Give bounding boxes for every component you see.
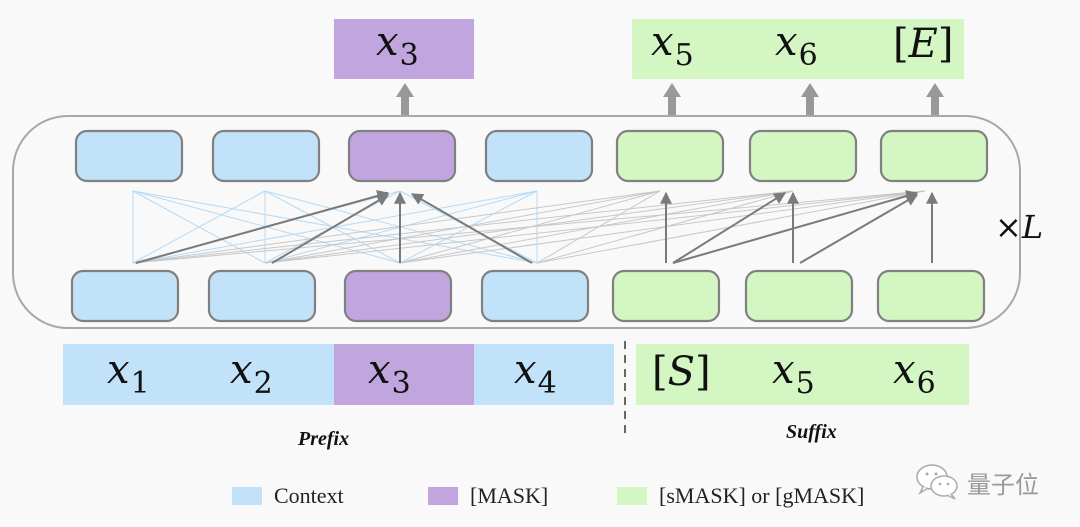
upper-row (74, 129, 989, 183)
lower-row (70, 269, 986, 323)
output-token-end: [E] (893, 21, 954, 67)
input-suffix-strip (636, 344, 969, 405)
legend-item-context: Context (232, 483, 344, 509)
context-swatch (232, 487, 262, 505)
input-token-x1: x1 (107, 347, 150, 401)
prefix-to-suffix-edge (536, 190, 661, 264)
output-arrow-shaft (401, 95, 409, 115)
transformer-layer-container (12, 115, 1021, 329)
mask-swatch (428, 487, 458, 505)
legend-label: [MASK] (470, 483, 549, 508)
prefix-label: Prefix (298, 428, 350, 450)
upper-token-box-5 (615, 129, 725, 183)
lower-token-box-7 (876, 269, 986, 323)
input-token-x6: x6 (893, 347, 936, 401)
upper-token-box-7 (879, 129, 989, 183)
upper-token-box-4 (484, 129, 594, 183)
output-token-x3: x3 (376, 19, 419, 73)
prefix-to-suffix-edge (399, 190, 661, 264)
output-arrows (396, 83, 944, 115)
watermark: 量子位 (915, 462, 1039, 502)
output-arrow-shaft (931, 95, 939, 115)
upper-token-box-1 (74, 129, 184, 183)
output-arrow-head (801, 83, 819, 97)
upper-token-box-2 (211, 129, 321, 183)
input-token-x2: x2 (230, 347, 273, 401)
suffix-attn-arrow (672, 192, 787, 264)
lower-token-box-3 (343, 269, 453, 323)
legend-label: Context (274, 483, 344, 508)
mask-attn-arrow (410, 193, 533, 264)
output-arrow-shaft (668, 95, 676, 115)
input-context-strip-b (474, 344, 614, 405)
suffix-label: Suffix (786, 421, 837, 443)
attention-edges-light (132, 190, 926, 264)
legend-item-smask: [sMASK] or [gMASK] (617, 483, 864, 509)
input-token-x5: x5 (772, 347, 815, 401)
lower-token-box-5 (611, 269, 721, 323)
attention-edges-dark (135, 190, 938, 264)
lower-token-box-4 (480, 269, 590, 323)
legend-item-mask: [MASK] (428, 483, 548, 509)
output-mask-box (334, 19, 474, 79)
output-suffix-box (632, 19, 964, 79)
prefix-to-suffix-edge (399, 190, 926, 264)
watermark-text: 量子位 (967, 470, 1039, 499)
mask-attn-arrow (135, 190, 390, 264)
prefix-to-suffix-edge (399, 190, 794, 264)
lower-token-box-6 (744, 269, 854, 323)
input-token-x3: x3 (368, 347, 411, 401)
input-token-x4: x4 (514, 347, 557, 401)
output-arrow-shaft (806, 95, 814, 115)
suffix-attn-arrow (672, 190, 919, 264)
lower-token-box-2 (207, 269, 317, 323)
prefix-to-suffix-edge (132, 190, 661, 264)
input-mask-strip (334, 344, 474, 405)
output-token-x6: x6 (775, 19, 818, 73)
input-context-strip-a (63, 344, 334, 405)
output-arrow-head (926, 83, 944, 97)
suffix-attn-arrow (799, 194, 919, 264)
legend-label: [sMASK] or [gMASK] (659, 483, 865, 508)
output-arrow-head (663, 83, 681, 97)
mask-attn-arrow (271, 194, 390, 264)
output-token-x5: x5 (651, 19, 694, 73)
prefix-to-suffix-edge (264, 190, 661, 264)
upper-token-box-6 (748, 129, 858, 183)
output-arrow-head (396, 83, 414, 97)
wechat-icon (916, 464, 958, 500)
input-token-start: [S] (652, 349, 711, 395)
lower-token-box-1 (70, 269, 180, 323)
smask-swatch (617, 487, 647, 505)
upper-token-box-3 (347, 129, 457, 183)
layer-repeat-label: ×L (995, 208, 1044, 246)
